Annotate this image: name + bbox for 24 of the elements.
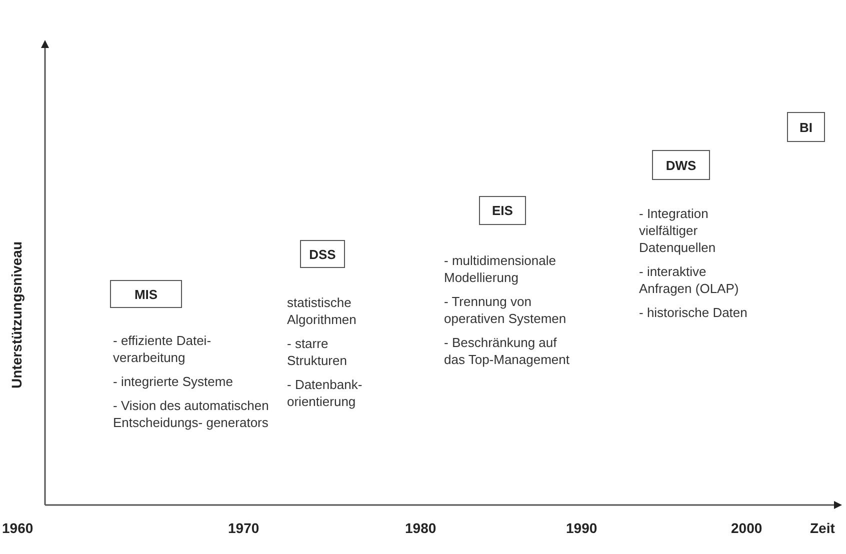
tick-label: 1980 — [405, 520, 436, 536]
bullet-point: - Trennung von operativen Systemen — [444, 293, 568, 327]
era-box: MIS — [110, 280, 182, 308]
bullet-point: - starre Strukturen — [287, 335, 348, 369]
bullet-point: - Integration vielfältiger Datenquellen — [639, 205, 717, 256]
axis-title: Unterstützungsniveau — [8, 242, 24, 388]
bullet-point: - effiziente Datei- verarbeitung — [113, 332, 212, 366]
tick-label: 2000 — [731, 520, 762, 536]
bullet-point: statistische Algorithmen — [287, 294, 358, 328]
era-box: DSS — [300, 240, 345, 268]
tick-label: 1990 — [566, 520, 598, 536]
bullet-point: - interaktive Anfragen (OLAP) — [639, 263, 740, 297]
era-box: EIS — [479, 196, 526, 225]
bullet-point: - Datenbank- orientierung — [287, 376, 364, 410]
era-box: BI — [787, 112, 825, 142]
bullet-point: - Vision des automatischen Entscheidungs- generators — [113, 397, 270, 431]
axis-title: Zeit — [810, 520, 835, 536]
bullet-point: - historische Daten — [639, 304, 748, 321]
tick-label: 1960 — [2, 520, 34, 536]
era-box: DWS — [652, 150, 710, 180]
tick-label: 1970 — [228, 520, 260, 536]
bullet-point: - Beschränkung auf das Top-Management — [444, 334, 571, 368]
bullet-point: - multidimensionale Modellierung — [444, 252, 557, 286]
bullet-point: - integrierte Systeme — [113, 373, 234, 390]
